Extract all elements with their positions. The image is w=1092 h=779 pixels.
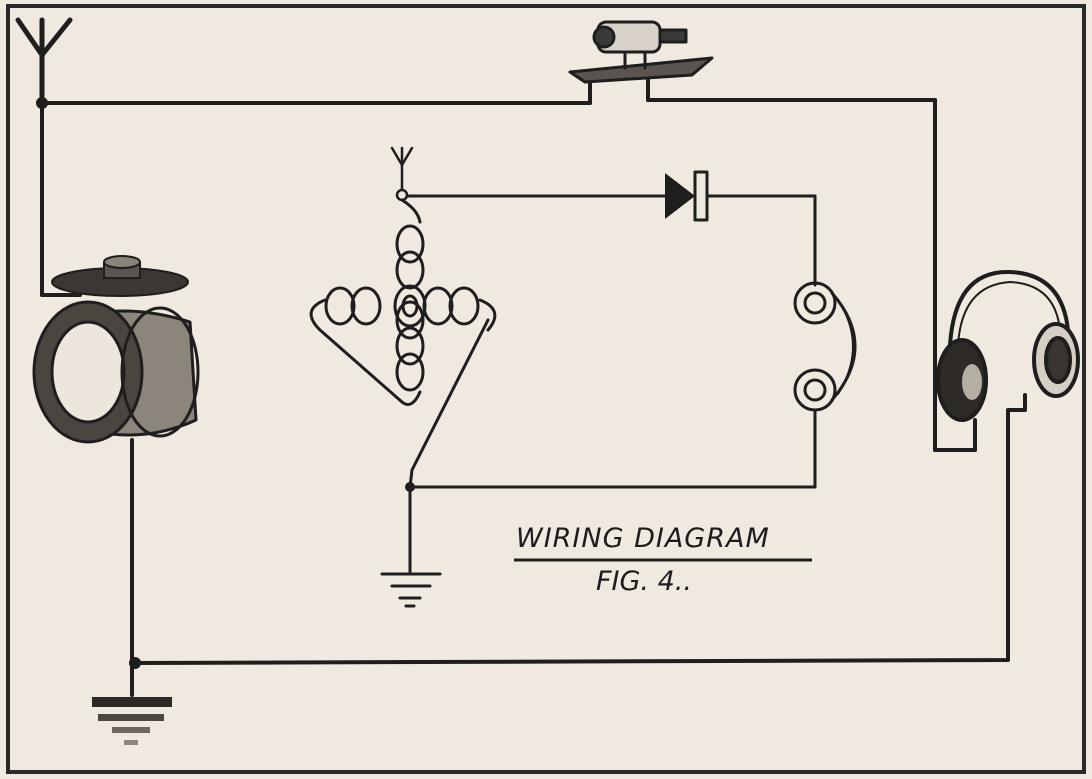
- figure-label: FIG. 4..: [596, 566, 692, 597]
- schematic-earphone-icon: [793, 281, 857, 412]
- schematic-ground-icon: [380, 572, 442, 608]
- ground-icon: [92, 697, 172, 745]
- schematic-coil-icon: [309, 224, 497, 406]
- schematic-antenna-icon: [390, 146, 414, 202]
- headphones-icon: [936, 269, 1080, 422]
- pictorial-wiring: [40, 78, 1027, 697]
- diagram-frame: [6, 4, 1086, 774]
- diagram-title: WIRING DIAGRAM: [516, 523, 770, 554]
- schematic-wiring: [400, 194, 817, 574]
- antenna-icon: [15, 17, 73, 109]
- tuning-coil-icon: [32, 255, 200, 444]
- diode-icon: [665, 170, 709, 222]
- crystal-detector-icon: [568, 20, 714, 84]
